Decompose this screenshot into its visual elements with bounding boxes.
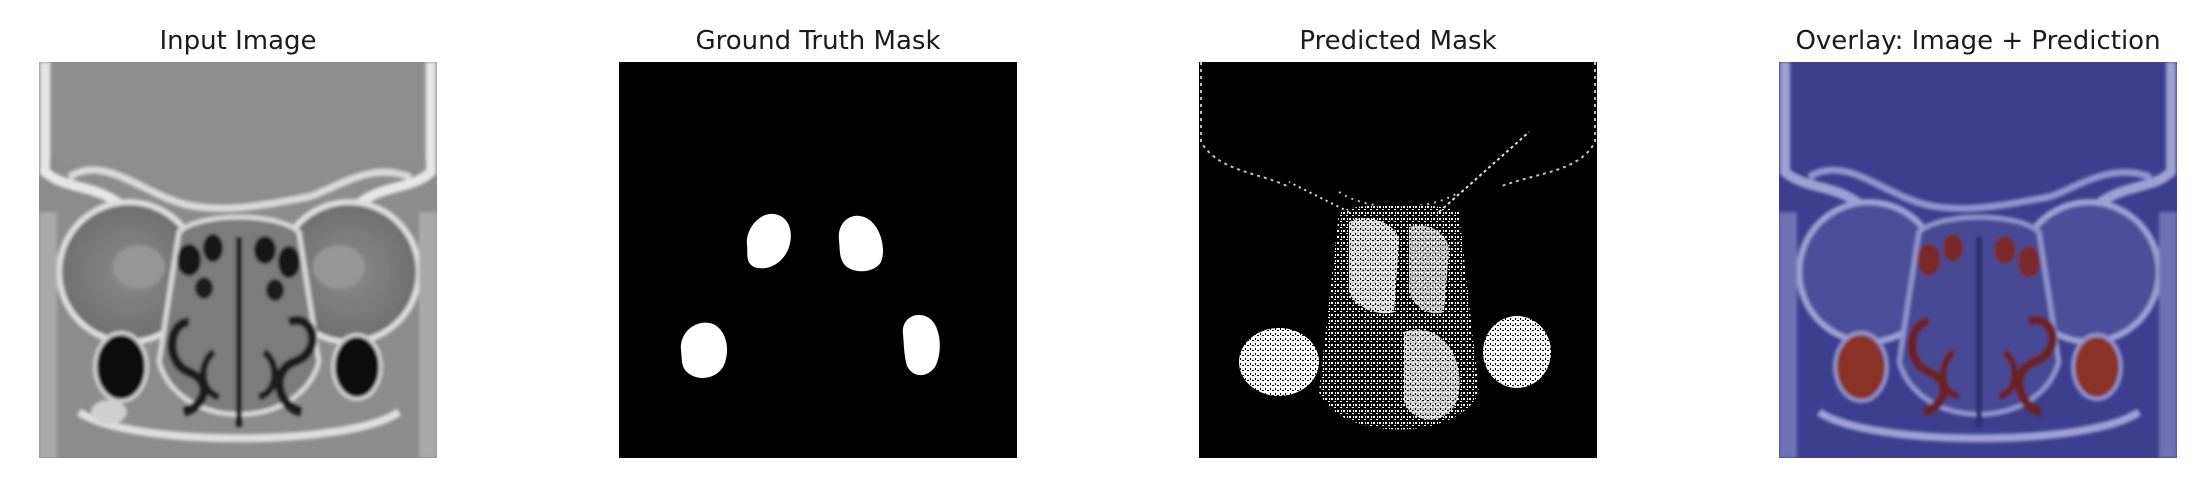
predicted-mask-image — [1199, 62, 1597, 458]
overlay-image — [1779, 62, 2177, 458]
panel-ground-truth-mask: Ground Truth Mask — [608, 0, 1028, 504]
panel-title-input-image: Input Image — [159, 26, 317, 56]
panel-title-overlay: Overlay: Image + Prediction — [1795, 26, 2161, 56]
panel-title-ground-truth-mask: Ground Truth Mask — [695, 26, 941, 56]
panel-overlay: Overlay: Image + Prediction — [1768, 0, 2188, 504]
panel-predicted-mask: Predicted Mask — [1188, 0, 1608, 504]
ground-truth-mask-image — [619, 62, 1017, 458]
panel-input-image: Input Image — [28, 0, 448, 504]
panel-title-predicted-mask: Predicted Mask — [1299, 26, 1497, 56]
input-ct-image — [39, 62, 437, 458]
